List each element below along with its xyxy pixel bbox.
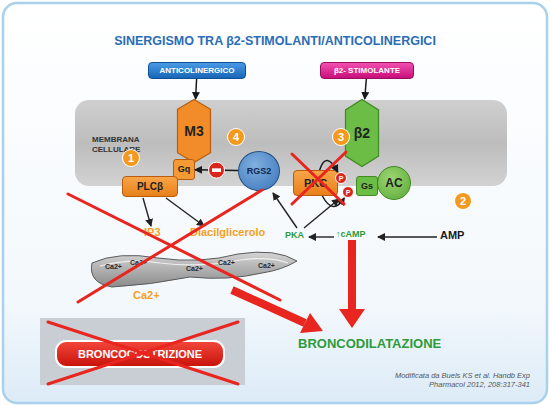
drug-box: β2- STIMOLANTE — [320, 62, 414, 79]
molecule-label: AMP — [440, 230, 464, 241]
callout-number: 4 — [228, 129, 244, 145]
inhibition-symbol — [209, 162, 225, 178]
node-label: Gs — [361, 182, 373, 191]
pka-to-rgs2-arrow — [273, 193, 297, 228]
effect-arrow-head — [339, 309, 365, 328]
enzyme-circle: AC — [377, 166, 411, 200]
ion-label: Ca2+ — [218, 259, 235, 266]
cross-mark — [78, 190, 262, 302]
ion-label: Ca2+ — [133, 290, 160, 301]
cross-mark — [48, 322, 238, 384]
inhibition-bar — [212, 168, 221, 172]
connector-arrow — [195, 79, 197, 99]
node-label: ANTICOLINERGICO — [159, 67, 234, 75]
phosphate-circle: P — [335, 172, 347, 184]
node-label: AC — [385, 177, 402, 189]
node-label: PLCβ — [137, 182, 163, 192]
ion-label: Ca2+ — [105, 263, 122, 270]
effect-arrow-shaft — [348, 240, 356, 312]
outcome-label: BRONCODILATAZIONE — [298, 337, 441, 350]
title: SINERGISMO TRA β2-STIMOLANTI/ANTICOLINER… — [0, 34, 550, 48]
cross-mark — [292, 152, 346, 204]
molecule-label: IP3 — [144, 227, 161, 238]
effect-arrow-shaft — [232, 290, 305, 323]
callout-number: 3 — [333, 129, 349, 145]
frame — [3, 3, 547, 403]
ion-label: Ca2+ — [130, 259, 147, 266]
node-label: β2 — [354, 126, 370, 140]
plc-to-dag-arrow — [166, 198, 204, 226]
drug-box: ANTICOLINERGICO — [148, 62, 246, 79]
cross-mark — [48, 322, 238, 384]
outcome-box: BRONCOCOSTRIZIONE — [55, 340, 225, 368]
curved-connector — [320, 160, 338, 172]
node-label: PKC — [304, 178, 327, 189]
callout-number: 1 — [123, 150, 139, 166]
ion-label: Ca2+ — [258, 262, 275, 269]
amp-to-camp-arrow — [378, 236, 437, 237]
enzyme-label: PKA — [285, 231, 304, 240]
receptor-polygon — [178, 100, 211, 163]
pka-to-phosphate-arrow — [304, 199, 339, 228]
ion-label: Ca2+ — [186, 265, 203, 272]
camp-to-pka-arrow — [309, 236, 334, 237]
node-label: β2- STIMOLANTE — [334, 67, 400, 75]
receptor-shape: β2 — [345, 99, 379, 167]
molecule-label: Diacilglicerolo — [190, 227, 265, 238]
connector-arrow — [365, 79, 367, 99]
node-label: P — [339, 175, 344, 182]
node-label: M3 — [184, 124, 203, 138]
curved-connector — [322, 196, 344, 207]
g-protein-box: Gs — [356, 176, 378, 196]
phosphate-circle: P — [342, 186, 354, 198]
source-caption: Modificata da Buels KS et al. Handb Exp … — [385, 371, 530, 389]
receptor-shape: M3 — [177, 99, 211, 163]
cell-membrane-band: MEMBRANA CELLULAREM3RGS2β2Gq — [75, 100, 507, 186]
plc-to-ip3-arrow — [143, 198, 151, 226]
inhibition-connector — [195, 169, 238, 171]
node-label: Gq — [178, 165, 191, 174]
endoplasmic-reticulum — [91, 252, 297, 287]
cross-mark — [68, 194, 280, 300]
gray-panel — [40, 318, 245, 385]
receptor-polygon — [346, 100, 379, 167]
callout-number: 2 — [455, 193, 471, 209]
molecule-label: ↑cAMP — [336, 230, 366, 239]
cross-mark — [292, 154, 344, 204]
node-label: RGS2 — [247, 167, 272, 176]
effect-arrow-head — [300, 313, 323, 333]
enzyme-box: PKC — [293, 170, 338, 196]
protein-circle: RGS2 — [238, 151, 280, 191]
enzyme-box: PLCβ — [122, 176, 178, 197]
node-label: P — [346, 189, 351, 196]
node-label: BRONCOCOSTRIZIONE — [78, 349, 202, 360]
